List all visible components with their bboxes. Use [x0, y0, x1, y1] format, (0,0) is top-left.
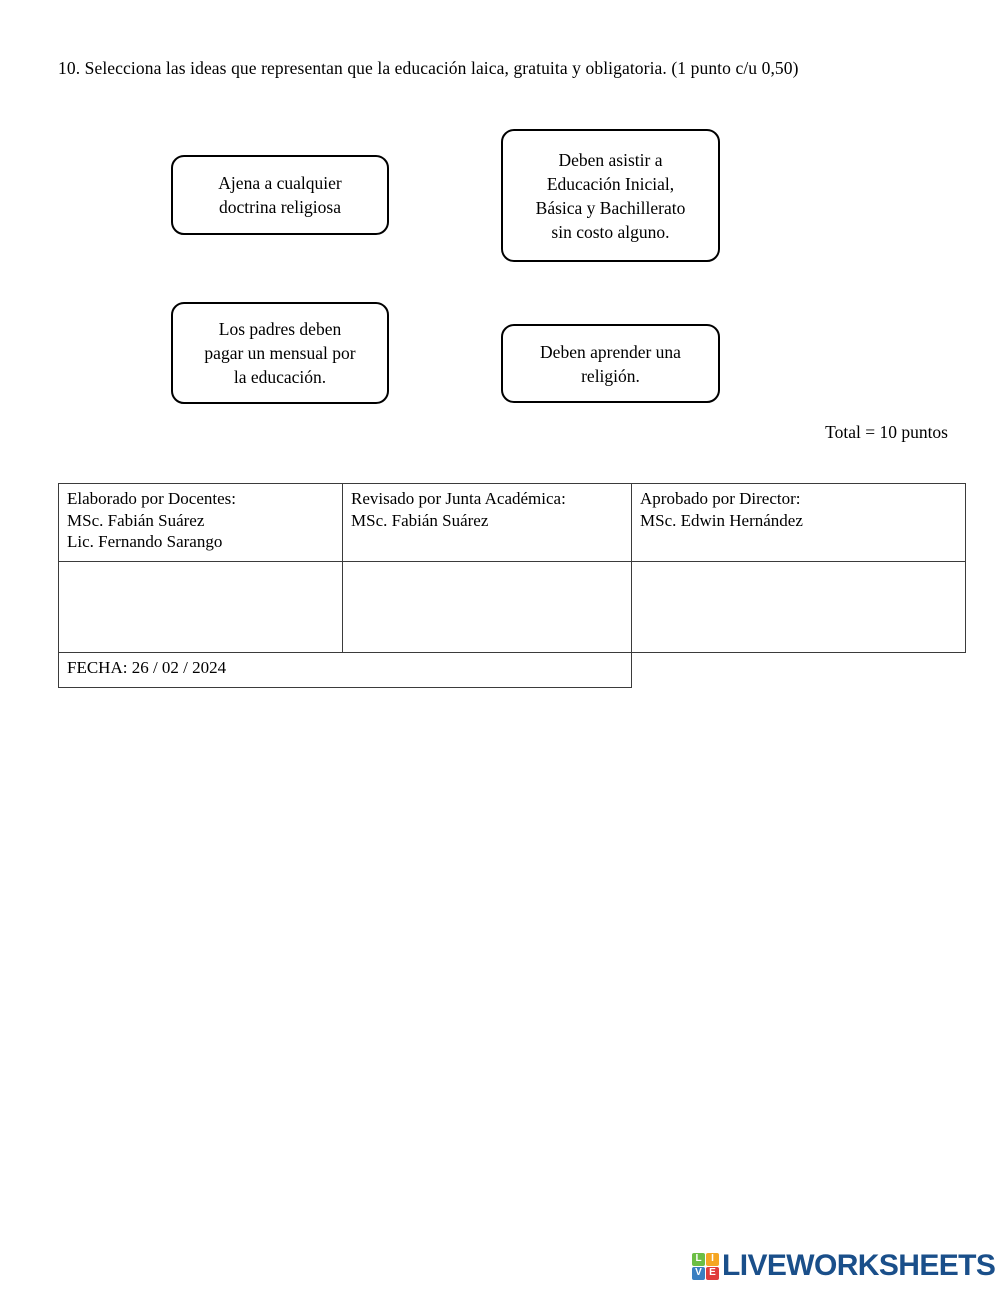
liveworksheets-wordmark: LIVEWORKSHEETS: [722, 1249, 996, 1282]
option-box-ajena-doctrina-religiosa[interactable]: Ajena a cualquier doctrina religiosa: [171, 155, 389, 235]
logo-tile-i: I: [706, 1252, 719, 1266]
cell-line-1: Revisado por Junta Académica:: [351, 489, 566, 508]
cell-line-2: MSc. Edwin Hernández: [640, 510, 803, 530]
table-row-date: FECHA: 26 / 02 / 2024: [58, 652, 966, 688]
signature-area-junta[interactable]: [342, 561, 632, 653]
cell-line-3: Lic. Fernando Sarango: [67, 532, 223, 551]
cell-line-1: Aprobado por Director:: [640, 489, 801, 508]
option-box-label: Ajena a cualquier doctrina religiosa: [218, 173, 342, 217]
cell-aprobado-por-director: Aprobado por Director: MSc. Edwin Hernán…: [631, 483, 966, 562]
option-box-label: Los padres deben pagar un mensual por la…: [204, 319, 356, 387]
option-box-aprender-religion[interactable]: Deben aprender una religión.: [501, 324, 720, 403]
logo-tile-e: E: [706, 1266, 719, 1280]
logo-tile-l: L: [692, 1252, 705, 1266]
table-row: Elaborado por Docentes: MSc. Fabián Suár…: [58, 483, 966, 562]
cell-revisado-por-junta-academica: Revisado por Junta Académica: MSc. Fabiá…: [342, 483, 632, 562]
option-box-educacion-sin-costo[interactable]: Deben asistir a Educación Inicial, Básic…: [501, 129, 720, 262]
total-points-label: Total = 10 puntos: [825, 422, 948, 442]
cell-line-2: MSc. Fabián Suárez: [351, 510, 489, 530]
table-row-signatures: [58, 561, 966, 653]
option-box-label: Deben aprender una religión.: [540, 341, 681, 386]
cell-fecha: FECHA: 26 / 02 / 2024: [58, 652, 632, 688]
signature-area-docentes[interactable]: [58, 561, 343, 653]
liveworksheets-tiles-icon: L I V E: [692, 1252, 719, 1280]
logo-tile-v: V: [692, 1266, 705, 1280]
question-prompt: 10. Selecciona las ideas que representan…: [58, 58, 799, 78]
liveworksheets-logo: L I V E LIVEWORKSHEETS: [692, 1247, 996, 1285]
option-box-label: Deben asistir a Educación Inicial, Básic…: [535, 149, 686, 242]
signature-area-director[interactable]: [631, 561, 966, 653]
cell-elaborado-por-docentes: Elaborado por Docentes: MSc. Fabián Suár…: [58, 483, 343, 562]
cell-line-2: MSc. Fabián Suárez: [67, 510, 205, 530]
option-box-padres-pagar-mensual[interactable]: Los padres deben pagar un mensual por la…: [171, 302, 389, 404]
signature-table: Elaborado por Docentes: MSc. Fabián Suár…: [58, 483, 966, 688]
cell-empty-right: [632, 653, 966, 688]
cell-line-1: Elaborado por Docentes:: [67, 489, 236, 508]
